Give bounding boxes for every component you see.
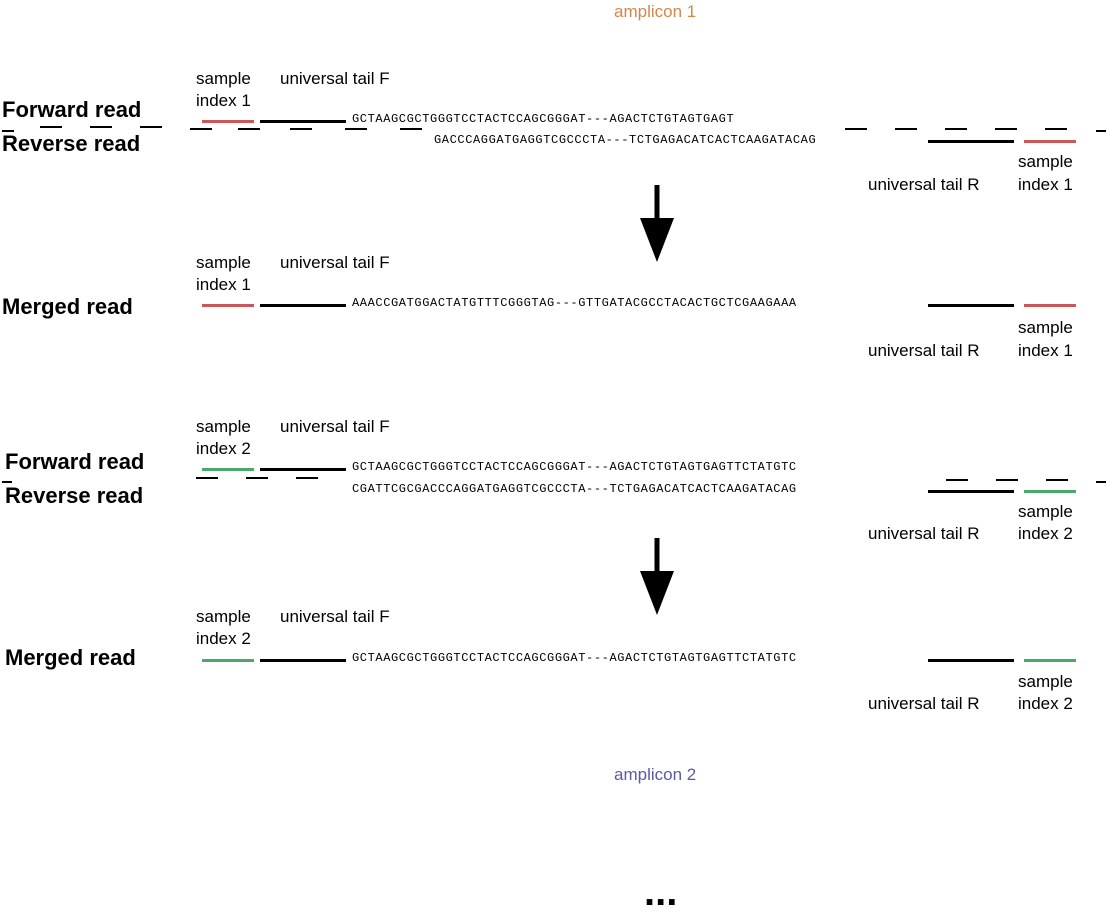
sample-index-bar — [1024, 490, 1076, 493]
sample-index-bar — [1024, 659, 1076, 662]
amplicon-1-label: amplicon 1 — [614, 2, 697, 21]
sample-index-label: sample — [1018, 152, 1073, 171]
sample-index-bar — [1024, 304, 1076, 307]
sample-index-label: sample — [196, 69, 251, 88]
sample-index-label: index 2 — [1018, 524, 1073, 543]
universal-tail-f-bar — [260, 468, 346, 471]
universal-tail-r-label: universal tail R — [868, 341, 980, 360]
sample-index-label: sample — [1018, 502, 1073, 521]
sample-index-bar — [202, 304, 254, 307]
sample-index-label: sample — [1018, 672, 1073, 691]
amplicon-2-label: amplicon 2 — [614, 765, 697, 784]
sample-index-label: index 2 — [196, 439, 251, 458]
forward-read-label: Forward read — [5, 449, 145, 474]
universal-tail-f-bar — [260, 659, 346, 662]
sample-index-label: index 2 — [1018, 694, 1073, 713]
reverse-sequence: GACCCAGGATGAGGTCGCCCTA---TCTGAGACATCACTC… — [434, 133, 817, 147]
forward-sequence: GCTAAGCGCTGGGTCCTACTCCAGCGGGAT---AGACTCT… — [352, 460, 797, 474]
sample-index-label: sample — [196, 253, 251, 272]
reverse-read-label: Reverse read — [5, 483, 144, 508]
universal-tail-r-bar — [928, 140, 1014, 143]
forward-sequence: GCTAAGCGCTGGGTCCTACTCCAGCGGGAT---AGACTCT… — [352, 112, 735, 126]
sample-index-label: index 1 — [196, 91, 251, 110]
sample-index-label: index 1 — [1018, 175, 1073, 194]
universal-tail-r-label: universal tail R — [868, 694, 980, 713]
sample-index-bar — [202, 468, 254, 471]
merged-sequence: AAACCGATGGACTATGTTTCGGGTAG---GTTGATACGCC… — [352, 296, 797, 310]
merged-read-label: Merged read — [2, 294, 133, 319]
universal-tail-f-label: universal tail F — [280, 417, 390, 436]
sample-index-bar — [1024, 140, 1076, 143]
continuation-ellipsis: ... — [644, 870, 678, 914]
merged-read-label: Merged read — [5, 645, 136, 670]
universal-tail-f-bar — [260, 304, 346, 307]
universal-tail-r-bar — [928, 659, 1014, 662]
universal-tail-r-bar — [928, 490, 1014, 493]
reverse-sequence: CGATTCGCGACCCAGGATGAGGTCGCCCTA---TCTGAGA… — [352, 482, 797, 496]
sample-index-label: index 2 — [196, 629, 251, 648]
sample-index-label: index 1 — [1018, 341, 1073, 360]
merged-sequence: GCTAAGCGCTGGGTCCTACTCCAGCGGGAT---AGACTCT… — [352, 651, 797, 665]
universal-tail-f-label: universal tail F — [280, 607, 390, 626]
forward-read-label: Forward read — [2, 97, 142, 122]
universal-tail-f-label: universal tail F — [280, 253, 390, 272]
sample-index-label: index 1 — [196, 275, 251, 294]
sample-index-bar — [202, 659, 254, 662]
sample-index-bar — [202, 120, 254, 123]
reverse-read-label: Reverse read — [2, 131, 141, 156]
universal-tail-r-bar — [928, 304, 1014, 307]
universal-tail-f-label: universal tail F — [280, 69, 390, 88]
down-arrow-1 — [640, 185, 674, 262]
down-arrow-2 — [640, 538, 674, 615]
sample-index-label: sample — [196, 417, 251, 436]
universal-tail-r-label: universal tail R — [868, 524, 980, 543]
universal-tail-r-label: universal tail R — [868, 175, 980, 194]
universal-tail-f-bar — [260, 120, 346, 123]
sample-index-label: sample — [1018, 318, 1073, 337]
sample-index-label: sample — [196, 607, 251, 626]
